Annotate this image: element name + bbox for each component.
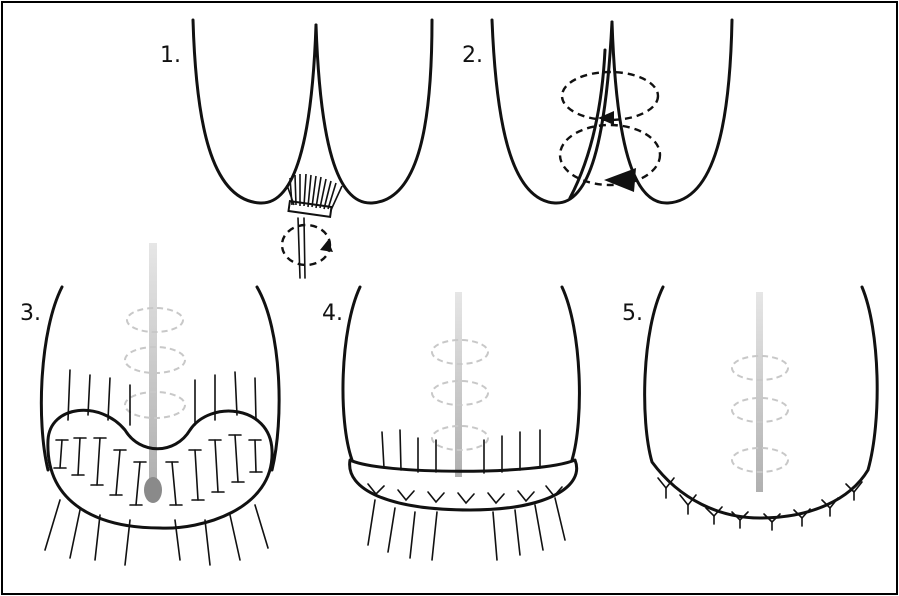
step-3-label: 3. (20, 301, 41, 326)
panel-5-fistula-tract (756, 292, 763, 492)
step-1-label: 1. (160, 43, 181, 68)
step-2-label: 2. (462, 43, 483, 68)
step-4-label: 4. (322, 301, 343, 326)
step-5-label: 5. (622, 301, 643, 326)
